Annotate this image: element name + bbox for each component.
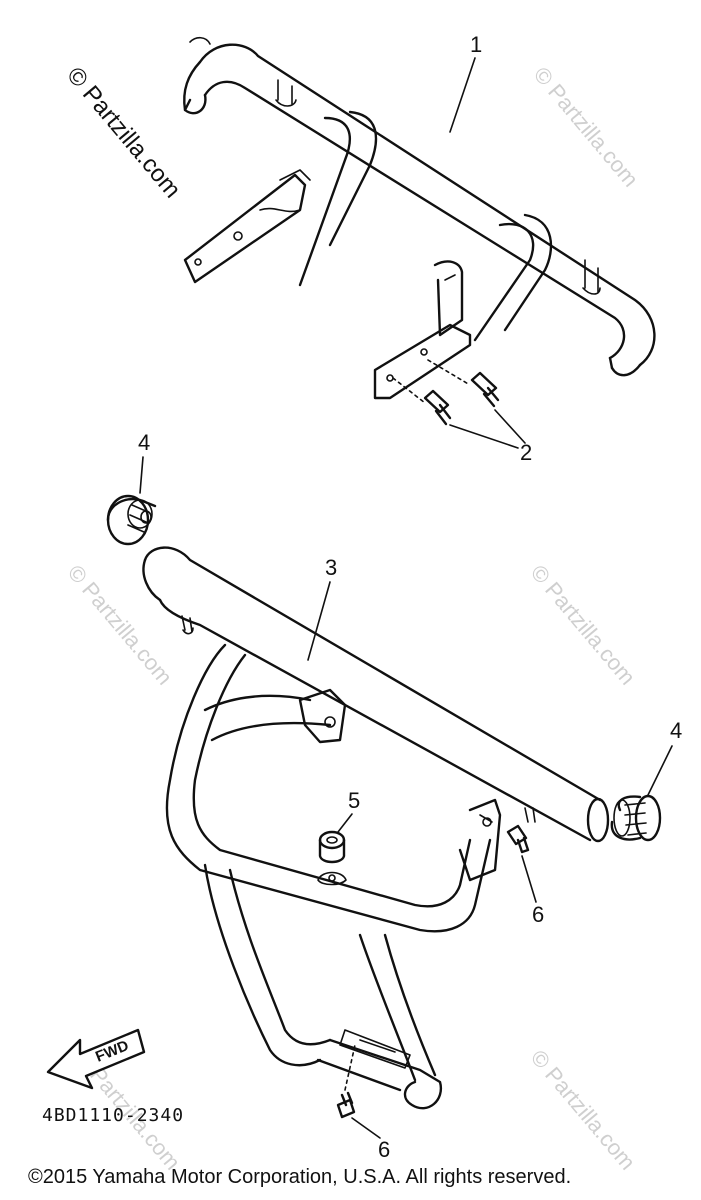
callout-4-top: 4 xyxy=(138,430,150,455)
callout-5: 5 xyxy=(348,788,360,813)
leader-line-4-right xyxy=(647,745,673,796)
diagram-code: 4BD1110-2340 xyxy=(42,1105,185,1126)
callout-4-right: 4 xyxy=(670,718,682,743)
leader-line-6-right xyxy=(521,855,537,903)
part-5-grommet[interactable] xyxy=(317,830,347,886)
callout-1: 1 xyxy=(470,32,482,57)
part-4-end-cap-right[interactable] xyxy=(610,794,662,842)
part-3-front-guard[interactable] xyxy=(142,546,610,1110)
callout-2: 2 xyxy=(520,440,532,465)
callout-3: 3 xyxy=(325,555,337,580)
leader-line-1 xyxy=(449,57,476,133)
part-4-end-cap-left[interactable] xyxy=(106,494,157,546)
part-1-rear-guard-bar[interactable] xyxy=(183,36,656,400)
callout-6-bottom: 6 xyxy=(378,1137,390,1162)
forward-direction-arrow: FWD xyxy=(46,1028,146,1090)
leader-line-3 xyxy=(307,581,331,661)
leader-line-4-top xyxy=(139,456,144,494)
part-2-bolts[interactable] xyxy=(392,359,526,449)
part-6-bolt-right[interactable] xyxy=(506,824,530,854)
copyright-notice: ©2015 Yamaha Motor Corporation, U.S.A. A… xyxy=(28,1166,572,1188)
leader-line-6-bottom xyxy=(351,1117,381,1139)
leader-line-5 xyxy=(337,813,353,833)
callout-6-right: 6 xyxy=(532,902,544,927)
part-6-bolt-bottom[interactable] xyxy=(336,1044,356,1119)
